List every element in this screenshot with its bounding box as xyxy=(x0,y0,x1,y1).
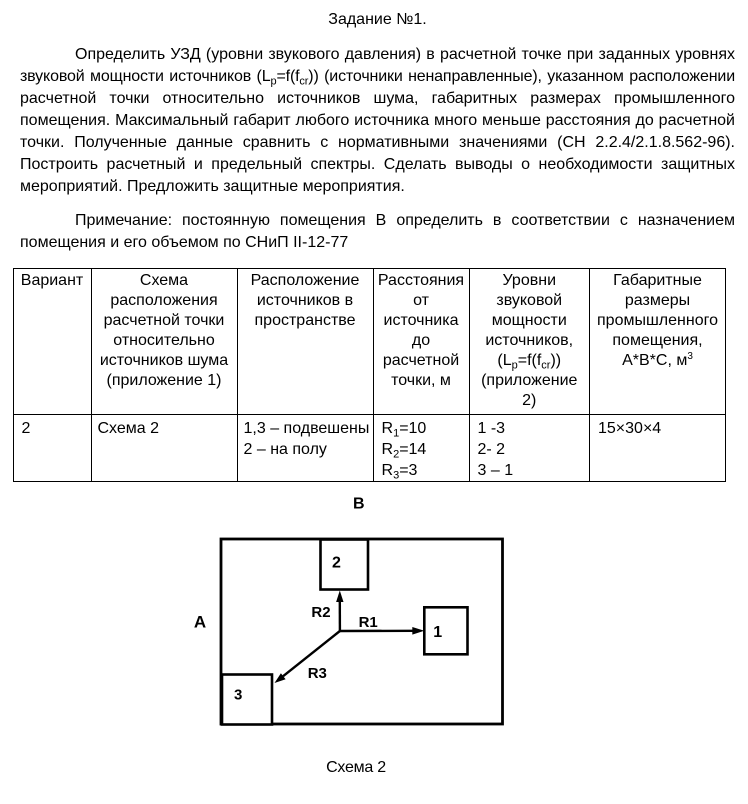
svg-text:В: В xyxy=(353,495,365,512)
svg-text:3: 3 xyxy=(234,687,242,704)
svg-text:2: 2 xyxy=(332,555,341,572)
svg-text:А: А xyxy=(194,612,206,631)
svg-text:1: 1 xyxy=(433,624,442,641)
svg-text:R2: R2 xyxy=(311,604,330,621)
svg-text:R1: R1 xyxy=(359,614,378,631)
svg-text:R3: R3 xyxy=(308,665,327,682)
